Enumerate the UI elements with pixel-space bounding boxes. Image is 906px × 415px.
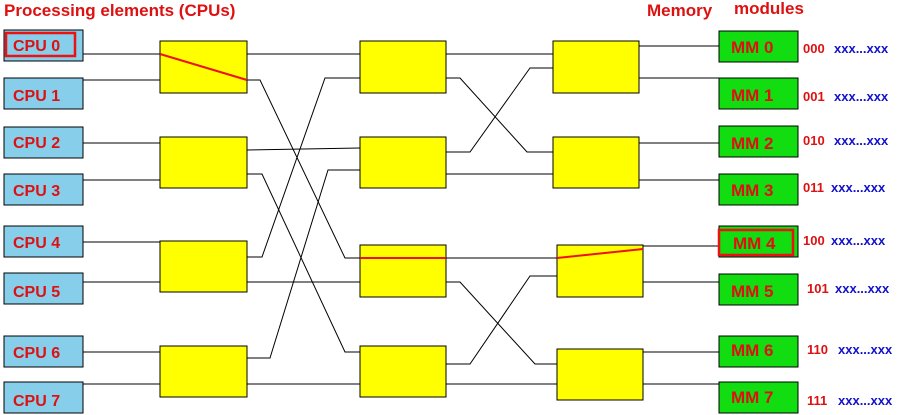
switch-stage2-d bbox=[359, 345, 447, 398]
cpu-label: CPU 7 bbox=[13, 393, 60, 410]
cpu-box bbox=[3, 335, 84, 368]
switch-stage1-b bbox=[159, 136, 248, 189]
cpu-label: CPU 3 bbox=[13, 183, 60, 200]
cpu-label: CPU 1 bbox=[13, 88, 60, 105]
mm-label: MM 0 bbox=[731, 38, 774, 57]
address-bits: 010 bbox=[803, 133, 825, 148]
wire bbox=[446, 67, 553, 153]
cpu-column: CPU 0 CPU 1 CPU 2 CPU 3 CPU 4 CPU 5 CPU … bbox=[3, 29, 84, 414]
address-suffix: xxx...xxx bbox=[838, 342, 893, 357]
address-suffix: xxx...xxx bbox=[834, 41, 889, 56]
switch-stage3-d bbox=[556, 348, 644, 401]
cpu-label: CPU 2 bbox=[13, 135, 60, 152]
wire bbox=[446, 275, 557, 365]
wire bbox=[446, 77, 553, 153]
address-bits: 101 bbox=[807, 281, 829, 296]
wire bbox=[446, 281, 557, 365]
switch-stage3-a bbox=[552, 40, 640, 94]
highlighted-route bbox=[159, 53, 644, 259]
mm-label: MM 7 bbox=[731, 388, 774, 407]
address-suffix: xxx...xxx bbox=[831, 180, 886, 195]
processors-header: Processing elements (CPUs) bbox=[4, 1, 235, 20]
mm-label: MM 5 bbox=[731, 282, 774, 301]
switch-stage2-b bbox=[359, 136, 447, 189]
cpu-label: CPU 5 bbox=[13, 284, 60, 301]
network-wires bbox=[83, 45, 719, 385]
address-suffix: xxx...xxx bbox=[834, 133, 889, 148]
cpu-box bbox=[3, 272, 84, 305]
cpu-box bbox=[3, 173, 84, 206]
switch-stage3-b bbox=[552, 136, 640, 189]
switch-stage1-c bbox=[159, 240, 248, 293]
address-bits: 001 bbox=[803, 89, 825, 104]
address-suffix: xxx...xxx bbox=[835, 281, 890, 296]
address-bits: 110 bbox=[807, 342, 828, 357]
mm-highlight-frame bbox=[717, 228, 795, 257]
wire bbox=[247, 77, 360, 258]
cpu-label: CPU 4 bbox=[13, 235, 60, 252]
wire bbox=[247, 173, 360, 353]
switch-stage2-a bbox=[359, 40, 447, 94]
mm-box bbox=[718, 77, 799, 110]
cpu-box bbox=[3, 126, 84, 159]
mm-label: MM 1 bbox=[731, 86, 774, 105]
mm-box bbox=[718, 173, 799, 206]
switch-stage1-d bbox=[159, 345, 248, 398]
mm-label: MM 6 bbox=[731, 341, 774, 360]
address-suffix: xxx...xxx bbox=[834, 89, 889, 104]
modules-header: modules bbox=[734, 0, 804, 18]
wire bbox=[246, 147, 361, 151]
cpu-box bbox=[3, 225, 84, 258]
mm-box bbox=[718, 273, 799, 306]
address-bits: 100 bbox=[803, 233, 825, 248]
address-bits: 011 bbox=[803, 180, 824, 195]
wire bbox=[247, 169, 360, 359]
wire bbox=[247, 79, 360, 259]
cpu-label: CPU 6 bbox=[13, 345, 60, 362]
cpu-label: CPU 0 bbox=[13, 38, 60, 55]
cpu-box bbox=[3, 77, 84, 110]
mm-label: MM 4 bbox=[733, 234, 776, 253]
mm-label: MM 3 bbox=[731, 181, 774, 200]
mm-box bbox=[718, 381, 799, 414]
address-suffix: xxx...xxx bbox=[831, 233, 886, 248]
cpu-box bbox=[3, 381, 84, 414]
address-labels: 000 xxx...xxx 001 xxx...xxx 010 xxx...xx… bbox=[803, 41, 893, 408]
mm-label: MM 2 bbox=[731, 134, 774, 153]
cpu-highlight-frame bbox=[4, 31, 77, 58]
mm-box bbox=[718, 125, 799, 158]
switch-stage2-c bbox=[359, 244, 447, 298]
address-bits: 000 bbox=[803, 41, 825, 56]
memory-header: Memory bbox=[647, 1, 713, 20]
memory-module-column: MM 0 MM 1 MM 2 MM 3 MM 4 MM 5 MM 6 MM 7 bbox=[717, 30, 799, 414]
mm-box bbox=[718, 335, 799, 368]
mm-box bbox=[718, 30, 799, 63]
address-bits: 111 bbox=[807, 393, 827, 408]
address-suffix: xxx...xxx bbox=[838, 393, 893, 408]
